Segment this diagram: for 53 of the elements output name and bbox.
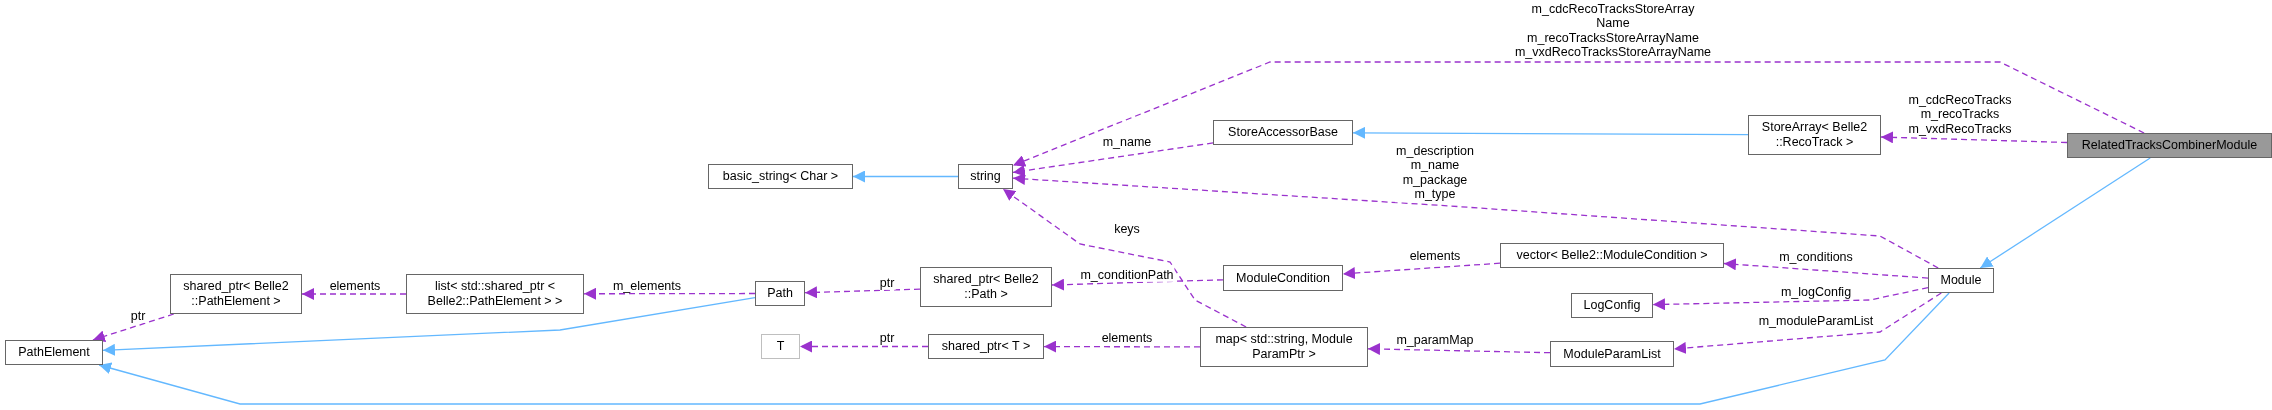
dashed-arrow	[799, 340, 929, 353]
arrow	[1979, 157, 2151, 269]
class-box: ModuleCondition	[1223, 265, 1343, 291]
class-box: vector< Belle2::ModuleCondition >	[1500, 243, 1724, 268]
class-box: RelatedTracksCombinerModule	[2067, 133, 2272, 158]
edge-label: m_cdcRecoTracksStoreArray Name m_recoTracksStoreArrayName m_vxdRecoTracksStoreArrayName	[1513, 2, 1713, 60]
edge-label: m_logConfig	[1779, 284, 1853, 300]
edge-label: keys	[1113, 221, 1141, 237]
class-box: list< std::shared_ptr < Belle2::PathElement > >	[406, 274, 584, 314]
dashed-arrow	[583, 287, 756, 300]
dashed-arrow	[1012, 172, 1939, 269]
edge-label: m_description m_name m_package m_type	[1395, 144, 1475, 202]
dashed-arrow	[1723, 258, 1929, 279]
dashed-arrow	[1342, 262, 1501, 280]
class-box: StoreAccessorBase	[1213, 120, 1353, 145]
dashed-arrow	[1012, 61, 2145, 167]
arrow	[98, 292, 1950, 405]
edge-label: ptr	[878, 330, 896, 346]
arrow	[1352, 126, 1749, 139]
edge-label: m_cdcRecoTracks m_recoTracks m_vxdRecoTracks	[1907, 93, 2013, 137]
edge-label: ptr	[878, 275, 896, 291]
class-box: basic_string< Char >	[708, 164, 853, 189]
dashed-arrow	[1673, 292, 1942, 354]
class-box: Path	[755, 281, 805, 306]
class-box: LogConfig	[1571, 293, 1653, 318]
edge-label: ptr	[129, 308, 147, 324]
class-box: PathElement	[5, 340, 103, 365]
dashed-arrow	[92, 313, 175, 343]
class-box: StoreArray< Belle2 ::RecoTrack >	[1748, 115, 1881, 155]
dashed-arrow	[1012, 142, 1214, 177]
arrow	[852, 170, 959, 183]
class-box: shared_ptr< Belle2 ::PathElement >	[170, 274, 302, 314]
class-box: string	[958, 164, 1013, 189]
dashed-arrow	[1652, 286, 1929, 311]
class-box: map< std::string, Module ParamPtr >	[1200, 327, 1368, 367]
class-box: shared_ptr< T >	[928, 334, 1044, 359]
dashed-arrow	[1002, 188, 1247, 328]
dashed-arrow	[301, 288, 407, 300]
class-box: Module	[1928, 268, 1994, 293]
edge-label: m_elements	[611, 278, 683, 294]
class-box: T	[761, 334, 800, 359]
edge-label: m_paramMap	[1395, 332, 1475, 348]
dashed-arrow	[1880, 131, 2068, 144]
edge-label: m_conditionPath	[1079, 267, 1175, 283]
dashed-arrow	[1367, 343, 1551, 356]
class-box: ModuleParamList	[1550, 341, 1674, 367]
dashed-arrow	[804, 286, 921, 299]
dashed-arrow	[1051, 278, 1224, 291]
dashed-arrow	[1043, 340, 1201, 353]
edge-label: m_conditions	[1778, 249, 1854, 265]
arrow	[102, 296, 756, 356]
class-box: shared_ptr< Belle2 ::Path >	[920, 267, 1052, 307]
edge-label: m_moduleParamList	[1757, 313, 1875, 329]
